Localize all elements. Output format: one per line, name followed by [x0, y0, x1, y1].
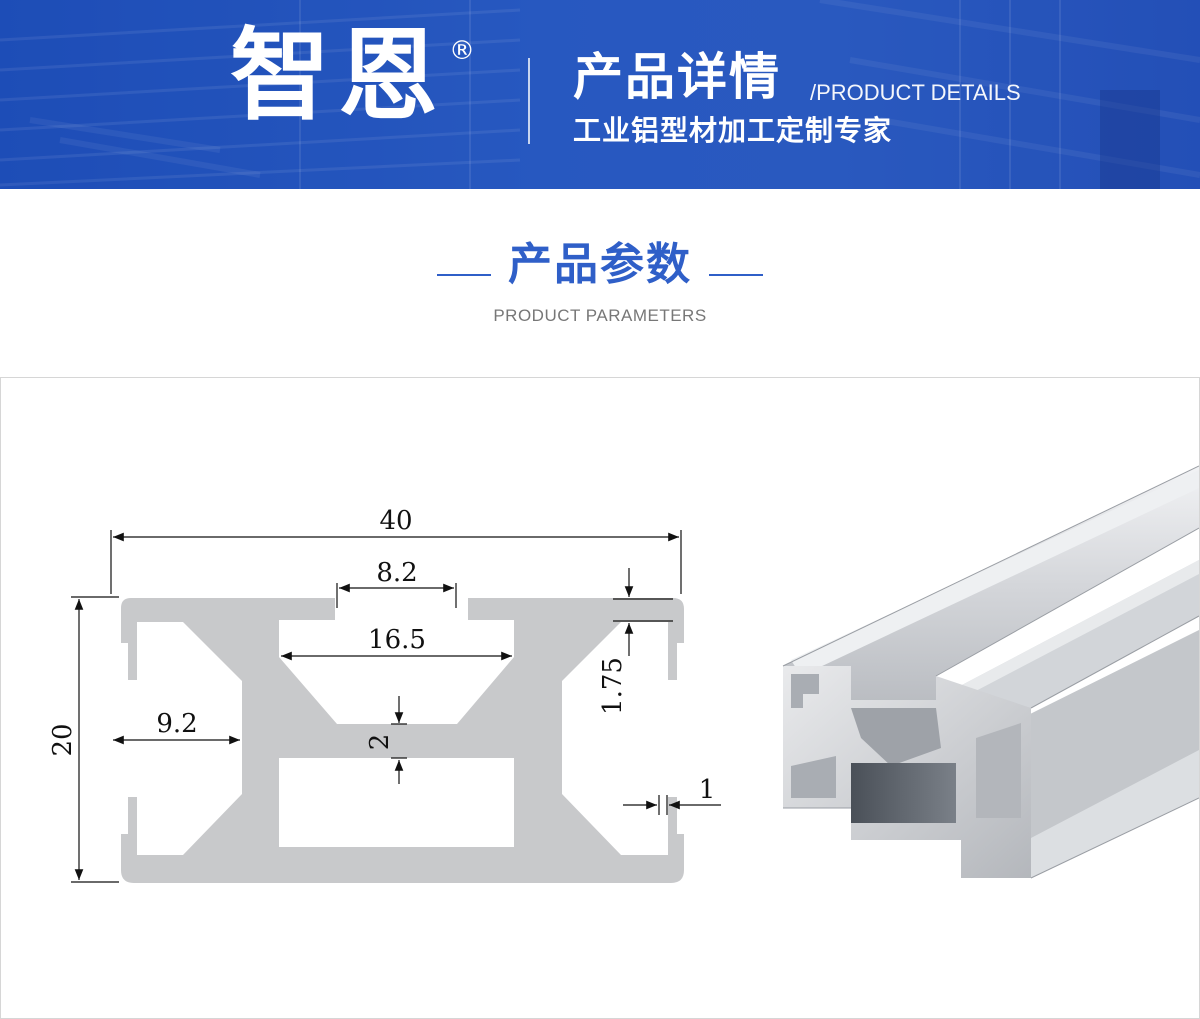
dim-width-label: 40	[379, 506, 412, 536]
dim-edge-label: 1	[699, 775, 716, 805]
dimension-lines	[71, 530, 721, 883]
dim-wall-label: 2	[365, 734, 395, 751]
banner-title-en: /PRODUCT DETAILS	[810, 80, 1021, 105]
product-parameters-panel: 40 8.2 16.5 9.2 20 2 1.75 1	[0, 377, 1200, 1019]
dimension-labels: 40 8.2 16.5 9.2 20 2 1.75 1	[48, 506, 715, 805]
profile-illustration: 40 8.2 16.5 9.2 20 2 1.75 1	[48, 465, 1199, 883]
dim-inner-width-label: 16.5	[368, 625, 426, 655]
header-banner: 智恩 ® 产品详情 /PRODUCT DETAILS 工业铝型材加工定制专家	[0, 0, 1200, 189]
brand-logo-text: 智恩	[230, 17, 446, 134]
registered-mark: ®	[449, 36, 475, 66]
section-title: 产品参数	[508, 239, 692, 290]
profile-cross-section	[121, 598, 684, 883]
banner-divider	[528, 58, 530, 144]
dim-lip-label: 1.75	[598, 657, 628, 715]
section-subtitle: PRODUCT PARAMETERS	[493, 306, 707, 325]
section-title-left-line	[437, 274, 491, 276]
dim-slot-opening-label: 8.2	[376, 558, 417, 588]
dim-side-depth-label: 9.2	[156, 709, 197, 739]
banner-background	[0, 0, 1200, 189]
banner-title: 产品详情	[573, 48, 781, 106]
banner-tagline: 工业铝型材加工定制专家	[573, 114, 893, 147]
profile-3d-render	[782, 465, 1199, 879]
section-title-right-line	[709, 274, 763, 276]
dim-height-label: 20	[48, 723, 78, 756]
